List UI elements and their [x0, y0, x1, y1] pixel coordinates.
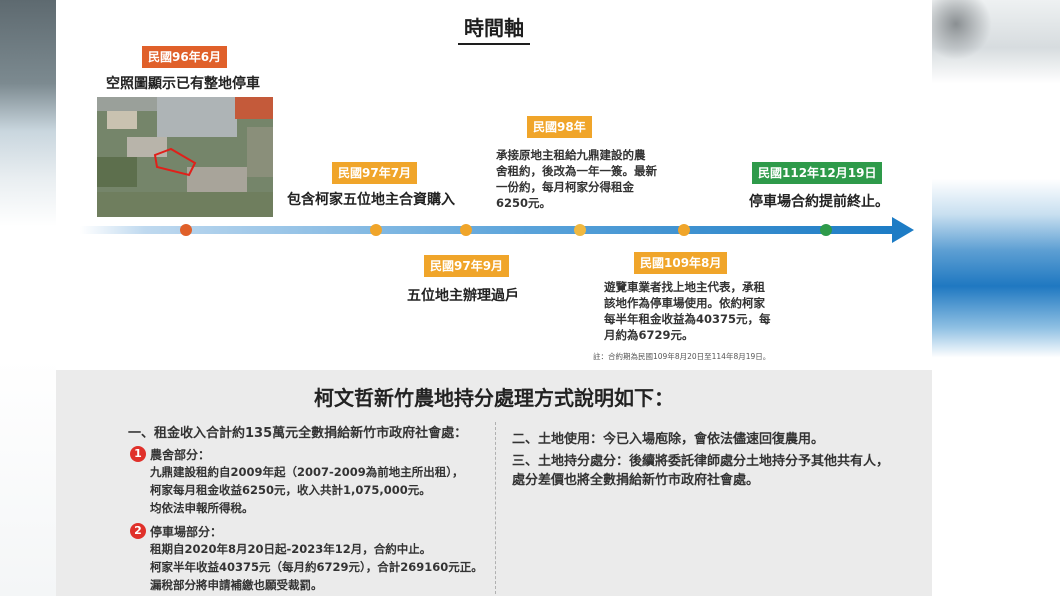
explanation-panel: 柯文哲新竹農地持分處理方式說明如下： 一、租金收入合計約135萬元全數捐給新竹市…: [56, 370, 932, 596]
column-divider: [495, 422, 496, 594]
panel-title: 柯文哲新竹農地持分處理方式說明如下：: [314, 386, 674, 410]
item-title: 停車場部分：: [150, 525, 223, 539]
background-right-blur: [932, 0, 1060, 596]
event-description: 遊覽車業者找上地主代表，承租 該地作為停車場使用。依約柯家 每半年租金收益為40…: [604, 280, 771, 342]
arrow-head-icon: [892, 217, 914, 243]
aerial-photo: [97, 97, 273, 217]
number-badge-icon: 1: [130, 446, 146, 462]
event-caption: 五位地主辦理過戶: [407, 288, 519, 304]
section1-heading: 一、租金收入合計約135萬元全數捐給新竹市政府社會處：: [128, 426, 468, 441]
timeline-dot: [370, 224, 382, 236]
timeline-dot: [180, 224, 192, 236]
event-caption: 包含柯家五位地主合資購入: [287, 192, 455, 208]
timeline-dot: [820, 224, 832, 236]
item-body: 九鼎建設租約自2009年起（2007-2009為前地主所出租）， 柯家每月租金收…: [150, 465, 464, 515]
infographic: 時間軸 民國96年6月 空照圖顯示已有整地停車 民國97年7月 包含柯家五位地主…: [56, 0, 932, 596]
event-description: 承接原地主租給九鼎建設的農 舍租約，後改為一年一簽。最新 一份約，每月柯家分得租…: [496, 148, 657, 210]
number-badge-icon: 2: [130, 523, 146, 539]
background-left-blur: [0, 0, 56, 596]
contract-note: 註：合約期為民國109年8月20日至114年8月19日。: [593, 352, 771, 361]
item-body: 租期自2020年8月20日起-2023年12月，合約中止。 柯家半年收益4037…: [150, 542, 483, 592]
timeline-line: [80, 226, 892, 234]
event-caption: 空照圖顯示已有整地停車: [106, 76, 260, 92]
event-date-tag: 民國97年9月: [424, 255, 510, 277]
timeline-dot: [574, 224, 586, 236]
timeline-dot: [460, 224, 472, 236]
timeline-arrow: [80, 217, 914, 243]
event-date-tag: 民國96年6月: [142, 46, 228, 68]
event-date-tag: 民國98年: [527, 116, 592, 138]
event-date-tag: 民國112年12月19日: [752, 162, 883, 184]
event-caption: 停車場合約提前終止。: [749, 194, 889, 210]
event-date-tag: 民國109年8月: [634, 252, 728, 274]
timeline-dot: [678, 224, 690, 236]
section3-text: 三、土地持分處分：後續將委託律師處分土地持分予其他共有人， 處分差價也將全數捐給…: [512, 454, 890, 488]
event-date-tag: 民國97年7月: [332, 162, 418, 184]
timeline-title: 時間軸: [56, 12, 932, 45]
section2-text: 二、土地使用：今已入場庖除，會依法儘速回復農用。: [512, 432, 825, 447]
item-title: 農舍部分：: [150, 448, 211, 462]
